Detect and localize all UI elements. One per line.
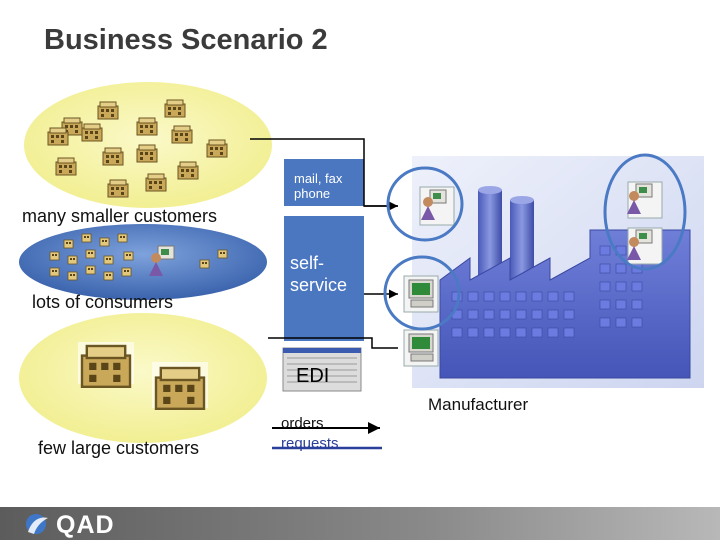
requests-legend-label: requests xyxy=(281,435,339,452)
footer-bar xyxy=(0,507,720,540)
edi-label: EDI xyxy=(296,365,330,387)
large-customers-ellipse xyxy=(19,313,267,443)
large-customer-icons xyxy=(78,342,208,410)
edi-connector xyxy=(268,337,398,349)
large-customers-label: few large customers xyxy=(38,438,200,458)
manufacturer-label: Manufacturer xyxy=(428,395,529,414)
highlight-rings xyxy=(383,153,687,331)
scenario-diagram xyxy=(19,82,704,450)
mail-channel-label: mail, fax phone xyxy=(294,171,343,201)
consumers-ellipse xyxy=(19,224,267,300)
factory-icon xyxy=(439,186,691,379)
mail-channel-box xyxy=(284,159,364,206)
page-title: Business Scenario 2 xyxy=(44,24,328,56)
qad-logo-text: QAD xyxy=(56,511,115,539)
edi-document-icon xyxy=(282,347,362,392)
orders-legend-label: orders xyxy=(281,415,324,432)
self-service-channel-box xyxy=(284,216,364,341)
small-customers-label: many smaller customers xyxy=(22,206,218,226)
self-service-channel-label: self-service xyxy=(290,253,348,295)
qad-logo-icon xyxy=(26,514,48,534)
workstation-icons xyxy=(403,181,663,367)
consumers-label: lots of consumers xyxy=(32,292,174,312)
